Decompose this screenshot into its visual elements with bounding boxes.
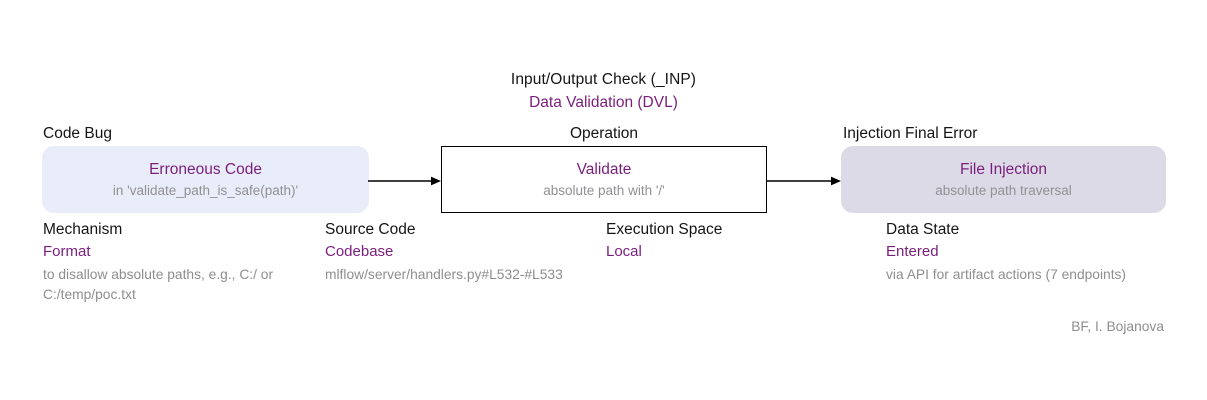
attribute-name: Mechanism xyxy=(43,221,123,238)
attribute-description: via API for artifact actions (7 endpoint… xyxy=(886,267,1127,282)
attribute-name: Source Code xyxy=(325,221,416,238)
node-operation-title: Validate xyxy=(576,160,632,178)
attribute-mechanism: Mechanism Format to disallow absolute pa… xyxy=(43,219,325,305)
attribute-name: Data State xyxy=(886,221,960,238)
header-check-type: Input/Output Check (_INP) xyxy=(510,71,697,88)
node-erroneous-code: Erroneous Code in 'validate_path_is_safe… xyxy=(42,146,369,213)
arrow-right-icon xyxy=(766,176,841,186)
node-erroneous-code-subtitle: in 'validate_path_is_safe(path)' xyxy=(112,182,299,198)
attribution-credit: BF, I. Bojanova xyxy=(1071,319,1164,334)
attribute-value: Format xyxy=(43,243,91,260)
attribute-value: Entered xyxy=(886,243,939,260)
attribute-name: Execution Space xyxy=(606,221,723,238)
attribute-value: Local xyxy=(606,243,642,260)
attribute-description: mlflow/server/handlers.py#L532-#L533 xyxy=(325,267,563,282)
label-code-bug: Code Bug xyxy=(43,125,112,142)
diagram-header: Input/Output Check (_INP) Data Validatio… xyxy=(0,70,1207,113)
node-file-injection-title: File Injection xyxy=(959,160,1047,178)
node-file-injection-subtitle: absolute path traversal xyxy=(935,182,1072,198)
node-file-injection: File Injection absolute path traversal xyxy=(841,146,1166,213)
node-operation-validate: Validate absolute path with '/' xyxy=(441,146,767,213)
node-erroneous-code-title: Erroneous Code xyxy=(149,160,262,178)
header-class-name: Data Validation (DVL) xyxy=(529,94,678,111)
arrow-right-icon xyxy=(368,176,441,186)
attribute-source-code: Source Code Codebase mlflow/server/handl… xyxy=(325,219,583,285)
label-injection-final-error: Injection Final Error xyxy=(843,125,978,142)
attribute-description: to disallow absolute paths, e.g., C:/ or… xyxy=(43,267,274,302)
attribute-data-state: Data State Entered via API for artifact … xyxy=(886,219,1134,285)
attribute-value: Codebase xyxy=(325,243,394,260)
attribute-execution-space: Execution Space Local xyxy=(606,219,868,265)
node-operation-subtitle: absolute path with '/' xyxy=(543,182,665,198)
label-operation: Operation xyxy=(569,125,639,142)
